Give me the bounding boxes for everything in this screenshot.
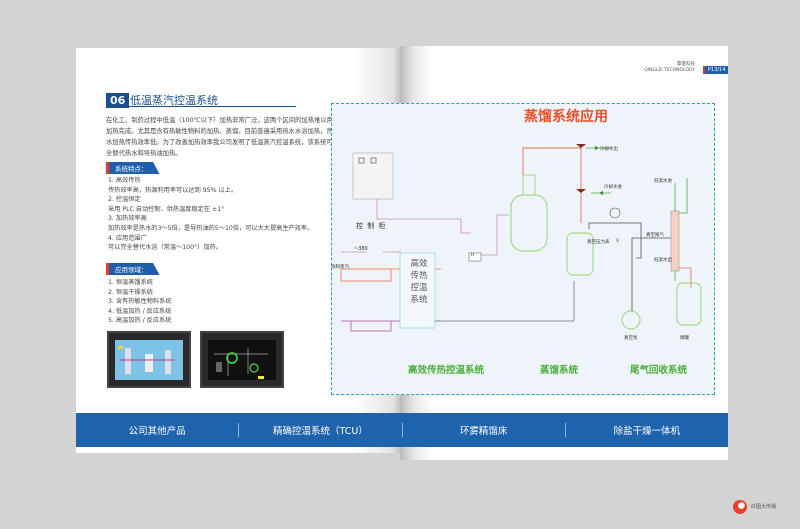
application-item: 3. 含有热敏性物料系统 [108, 298, 172, 306]
diagram-title: 蒸馏系统应用 [524, 109, 608, 125]
bottom-product-bar: 公司其他产品 精确控温系统（TCU） 环雾精馏床 除盐干燥一体机 [76, 413, 728, 447]
section-number: 06 [106, 93, 130, 108]
receiver-tank [566, 232, 594, 276]
section-title: 低温蒸汽控温系统 [130, 94, 218, 107]
hmi-screen-image-1 [107, 331, 191, 388]
vacuum-tail-label: 真空尾气 [646, 233, 664, 238]
condenser-column [670, 210, 680, 272]
tcu-box [399, 252, 436, 329]
h-label: H [471, 253, 475, 258]
control-cabinet-label: 控 制 柜 [356, 222, 387, 230]
title-underline [106, 106, 296, 107]
feature-line: 4. 应用范围广 [108, 234, 147, 242]
power-label: ~380 [354, 246, 368, 252]
process-diagram [340, 144, 702, 332]
reactor-vessel [510, 194, 548, 252]
bottom-item[interactable]: 精确控温系统（TCU） [239, 423, 403, 437]
tcu-label-line: 传热 [410, 271, 428, 281]
page-number: P13/14 [703, 66, 729, 74]
features-tag: 系统特点： [106, 162, 160, 174]
v-label: V [616, 239, 620, 244]
application-item: 2. 恒温干燥系统 [108, 288, 153, 296]
hmi-screen-image-2 [200, 331, 284, 388]
tcu-label-line: 系统 [410, 295, 428, 305]
intro-paragraph: 在化工、制药过程中低温（100℃以下）加热非常广泛，这两个区间的加热难以用蒸汽加… [106, 117, 346, 157]
control-cabinet [352, 152, 394, 200]
vapor-pipe [522, 147, 582, 223]
vacuum-pump [621, 310, 641, 330]
application-item: 1. 恒温蒸馏系统 [108, 279, 153, 286]
bottom-item[interactable]: 环雾精馏床 [403, 423, 566, 437]
features-list: 1. 高效传热传热效率高，热源利用率可以达到 95% 以上。 2. 控温恒定采用 … [108, 176, 348, 253]
applications-tag: 应用领域： [106, 263, 160, 275]
cool-in-label: 冷却水进 [604, 185, 622, 190]
storage-label: 储罐 [680, 336, 689, 341]
low-out-label: 低温水出 [654, 258, 672, 263]
company-name-en: QINGLEI TECHNOLOGY [644, 68, 695, 73]
storage-tank [676, 282, 702, 326]
bottom-item[interactable]: 除盐干燥一体机 [613, 426, 681, 437]
low-in-label: 低温水进 [654, 179, 672, 184]
tcu-label-line: 高效 [410, 259, 428, 269]
cool-out-label: 冷却水出 [600, 147, 618, 152]
company-name-cn: 擎雷科技 [677, 62, 695, 67]
feature-line: 可以完全替代水浴（常温～100°）加热。 [108, 244, 222, 252]
feature-line: 3. 加热效率高 [108, 215, 147, 223]
feature-line: 加热效率是热水的3～5倍，是导热油的5～10倍，可以大大提高生产效率。 [108, 224, 314, 232]
tcu-label-line: 控温 [410, 283, 428, 293]
application-item: 5. 高温加热 / 反应系统 [108, 317, 172, 325]
feature-line: 1. 高效传热 [108, 177, 141, 184]
section-label-tail-gas: 尾气回收系统 [630, 365, 688, 376]
application-item: 4. 低温加热 / 反应系统 [108, 307, 172, 315]
feature-line: 传热效率高，热源利用率可以达到 95% 以上。 [108, 186, 238, 194]
section-label-distill: 蒸馏系统 [540, 365, 579, 376]
section-label-tcu: 高效传热控温系统 [408, 365, 485, 376]
bottom-item[interactable]: 公司其他产品 [76, 423, 240, 437]
watermark-text: 红图大传播 [751, 504, 777, 510]
h-box [468, 252, 482, 262]
watermark-logo-icon [733, 500, 747, 514]
feature-line: 采用 PLC 自动控制，供热温度稳定在 ±1° [108, 205, 225, 213]
tcu-box-label: 高效传热控温系统 [402, 258, 436, 306]
steam-in-label: 饱和蒸汽 [331, 265, 349, 270]
vacuum-gauge-label: 真空压力表 [587, 240, 610, 245]
feature-line: 2. 控温恒定 [108, 196, 141, 204]
vacuum-pump-label: 真空泵 [624, 336, 638, 341]
